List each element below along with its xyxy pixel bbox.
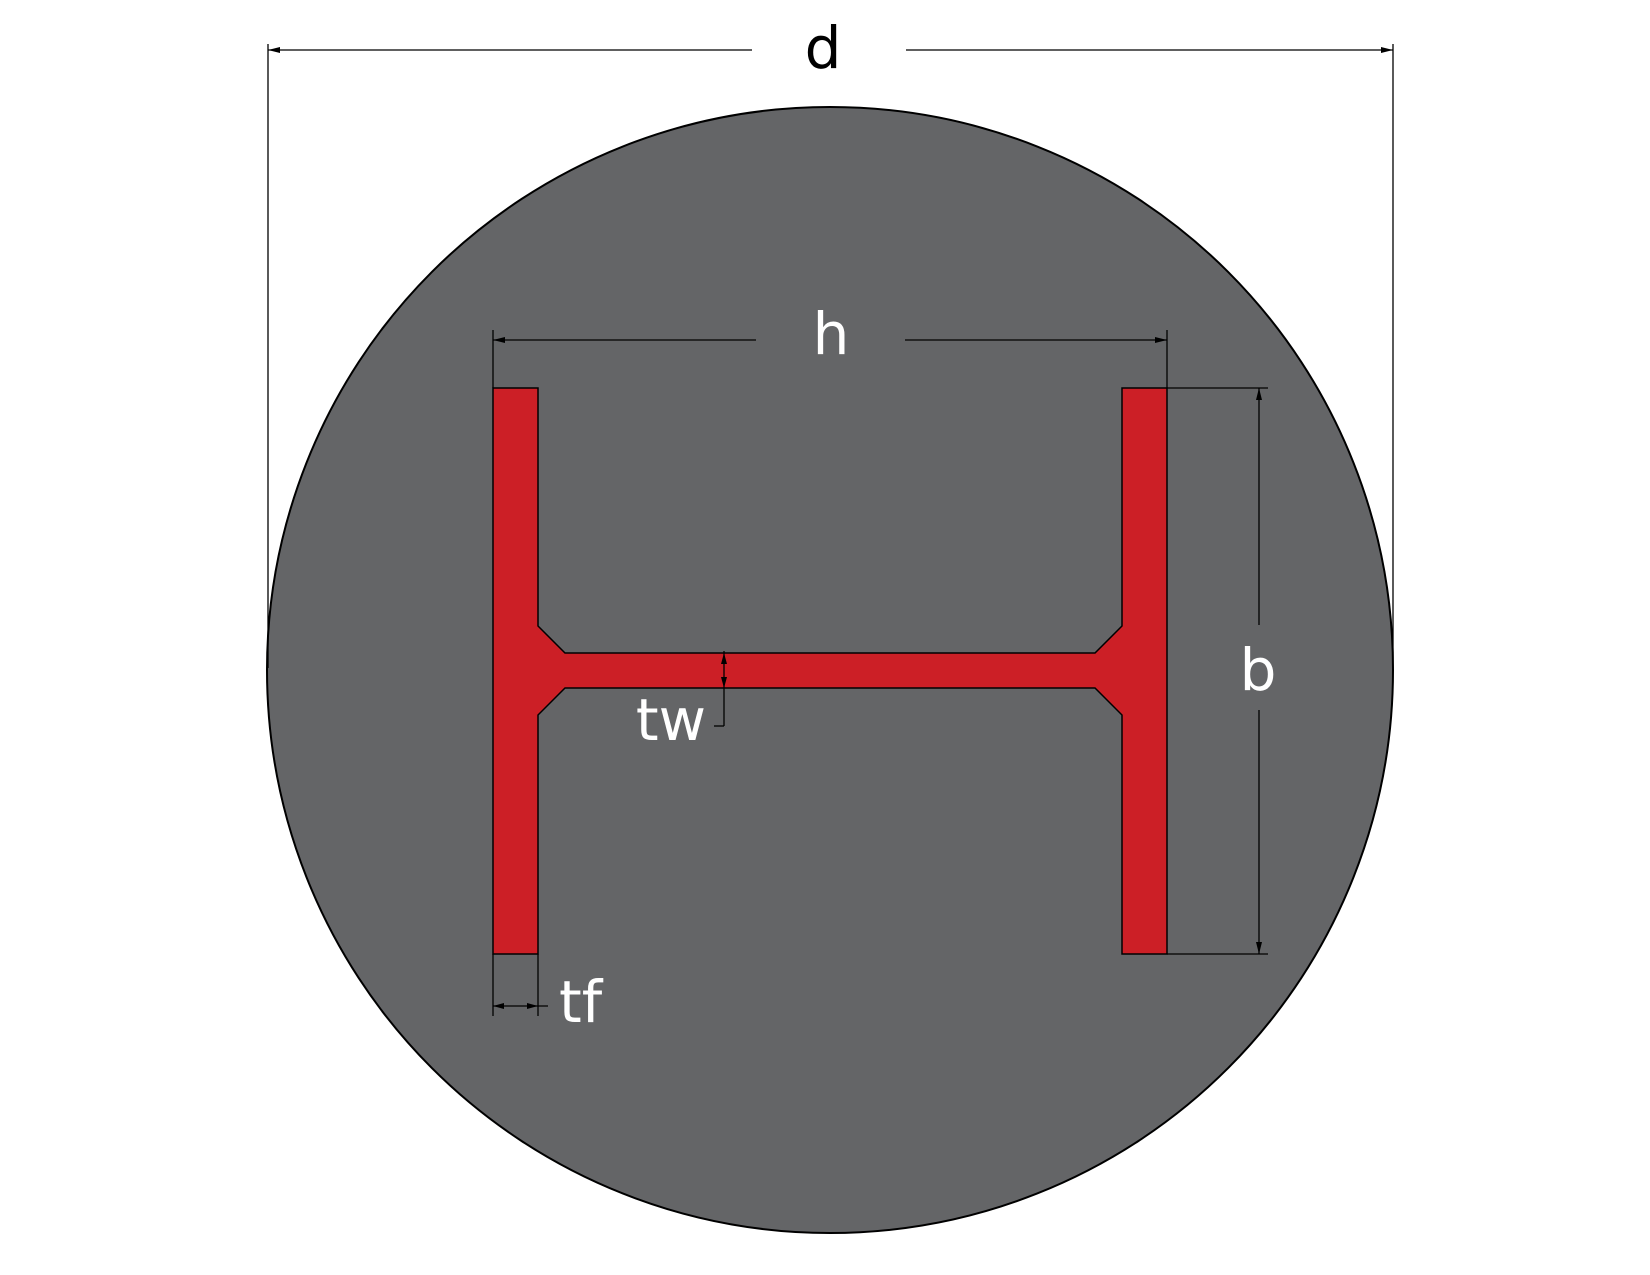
arrowhead [268, 47, 280, 53]
arrowhead [1381, 47, 1393, 53]
arrowhead [1256, 388, 1262, 400]
arrowhead [1256, 942, 1262, 954]
label-tw: tw [636, 686, 706, 754]
arrowhead [721, 677, 727, 688]
arrowhead [1155, 337, 1167, 343]
arrowhead [721, 653, 727, 664]
arrowhead [493, 337, 505, 343]
label-b: b [1240, 636, 1277, 704]
arrowhead [527, 1003, 538, 1009]
dimension-b: b [1167, 387, 1277, 955]
label-h: h [813, 300, 850, 368]
label-tf: tf [559, 968, 604, 1036]
label-d: d [805, 14, 842, 82]
dimension-tw: tw [636, 651, 727, 754]
arrowhead [493, 1003, 504, 1009]
dimension-d: d [267, 14, 1394, 668]
dimension-h: h [492, 300, 1168, 388]
dimension-tf: tf [492, 954, 604, 1036]
